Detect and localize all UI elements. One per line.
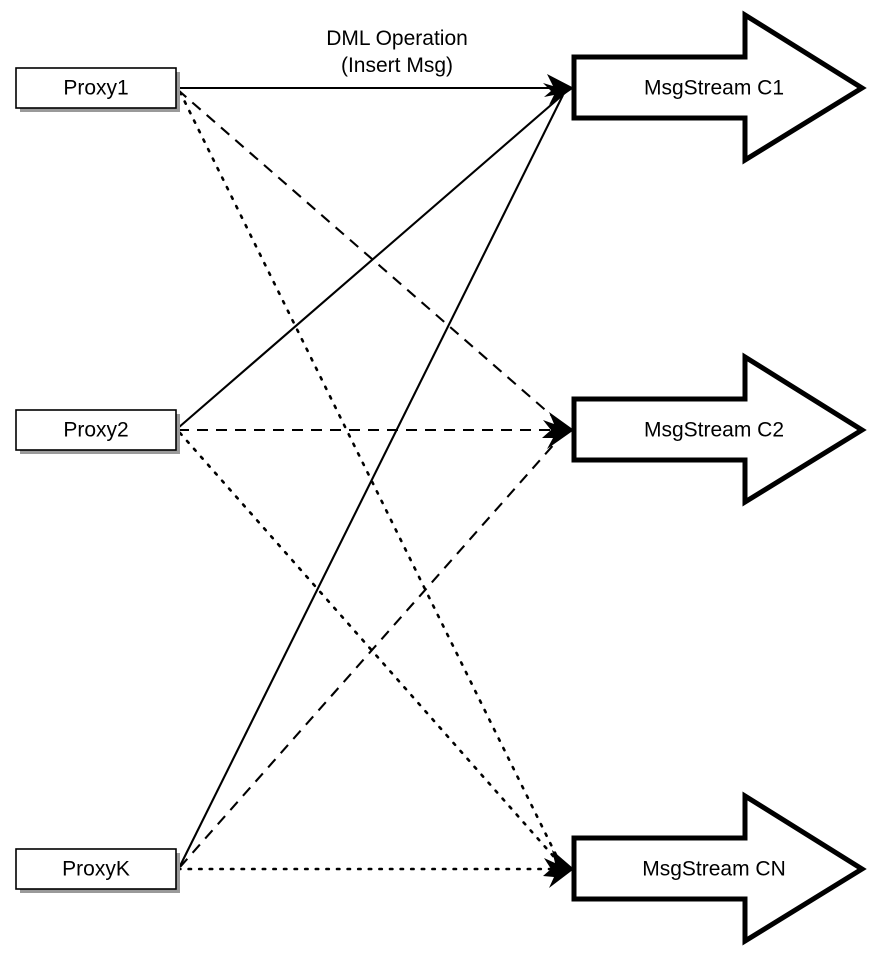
connection-proxy1-to-msgstream-cn — [178, 90, 564, 869]
edge-label-dml-operation: DML Operation (Insert Msg) — [326, 27, 468, 77]
proxy2-box[interactable] — [15, 409, 177, 451]
msgstream-node-c1[interactable]: MsgStream C1 — [571, 10, 867, 165]
arrowhead-msgstream-c1-icon — [543, 74, 574, 105]
connection-proxy2-to-msgstream-c1 — [177, 91, 567, 429]
arrowhead-msgstream-cn-icon — [543, 850, 574, 888]
proxy1-box[interactable] — [15, 67, 177, 109]
edge-label-line2: (Insert Msg) — [341, 54, 453, 77]
edge-label-line1: DML Operation — [326, 27, 468, 50]
connection-group — [176, 86, 572, 871]
msgstream-node-cn[interactable]: MsgStream CN — [571, 791, 867, 946]
msgstream-cn-arrow-shape[interactable] — [571, 791, 867, 946]
connection-proxy2-to-msgstream-cn — [178, 431, 564, 868]
arrowhead-msgstream-c2-icon — [542, 412, 574, 449]
proxyK-box[interactable] — [15, 848, 177, 890]
proxy1-label: Proxy1 — [63, 77, 128, 100]
msgstream-c1-label: MsgStream C1 — [644, 77, 784, 100]
proxyK-label: ProxyK — [62, 858, 130, 881]
proxy-node-proxy1[interactable]: Proxy1 — [15, 67, 180, 112]
connection-proxyK-to-msgstream-c1 — [179, 94, 564, 867]
connection-proxyK-to-msgstream-c2 — [179, 432, 565, 868]
proxy-node-proxy2[interactable]: Proxy2 — [15, 409, 180, 454]
arrowhead-group — [542, 74, 574, 888]
msgstream-c2-arrow-shape[interactable] — [571, 352, 867, 507]
msgstream-c1-arrow-shape[interactable] — [571, 10, 867, 165]
proxy-node-proxyK[interactable]: ProxyK — [15, 848, 180, 893]
msgstream-cn-label: MsgStream CN — [642, 858, 786, 881]
proxy2-label: Proxy2 — [63, 419, 128, 442]
msgstream-node-c2[interactable]: MsgStream C2 — [571, 352, 867, 507]
msgstream-c2-label: MsgStream C2 — [644, 419, 784, 442]
